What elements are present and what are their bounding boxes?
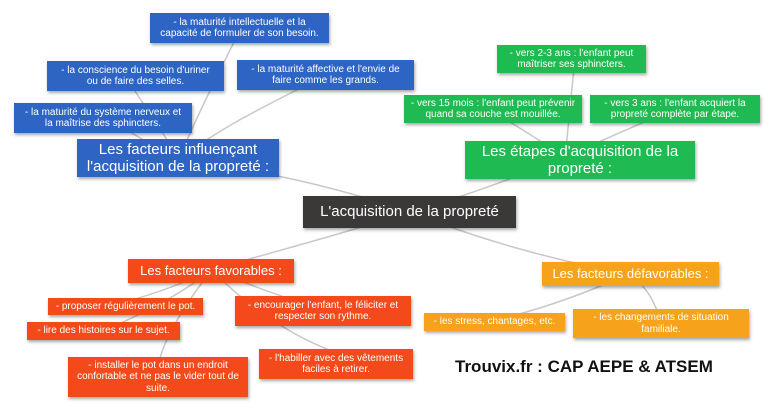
defavorables-item-changements: - les changements de situation familiale… — [573, 309, 749, 338]
influencant-item-conscience: - la conscience du besoin d'uriner ou de… — [47, 61, 224, 91]
facteurs-influencant-node: Les facteurs influençant l'acquisition d… — [77, 139, 279, 177]
influencant-item-affective: - la maturité affective et l'envie de fa… — [237, 60, 414, 90]
defavorables-item-stress: - les stress, chantages, etc. — [424, 313, 565, 331]
etapes-item-15-mois: - vers 15 mois : l'enfant peut prévenir … — [404, 95, 582, 123]
etapes-item-3-ans: - vers 3 ans : l'enfant acquiert la prop… — [590, 95, 760, 123]
favorables-item-habiller: - l'habiller avec des vêtements faciles … — [259, 349, 413, 379]
center-node: L'acquisition de la propreté — [303, 196, 516, 228]
favorables-item-installer: - installer le pot dans un endroit confo… — [68, 357, 248, 397]
etapes-item-2-3-ans: - vers 2-3 ans : l'enfant peut maîtriser… — [497, 45, 646, 73]
defavorables-node: Les facteurs défavorables : — [542, 262, 719, 286]
brand-title: Trouvix.fr : CAP AEPE & ATSEM — [455, 357, 713, 376]
favorables-item-encourager: - encourager l'enfant, le féliciter et r… — [235, 296, 411, 326]
favorables-node: Les facteurs favorables : — [128, 259, 294, 283]
favorables-item-pot: - proposer régulièrement le pot. — [48, 298, 203, 315]
etapes-node: Les étapes d'acquisition de la propreté … — [465, 141, 695, 179]
favorables-item-histoires: - lire des histoires sur le sujet. — [27, 322, 180, 340]
influencant-item-intellectuelle: - la maturité intellectuelle et la capac… — [150, 13, 329, 43]
influencant-item-nerveux: - la maturité du système nerveux et la m… — [14, 103, 192, 133]
